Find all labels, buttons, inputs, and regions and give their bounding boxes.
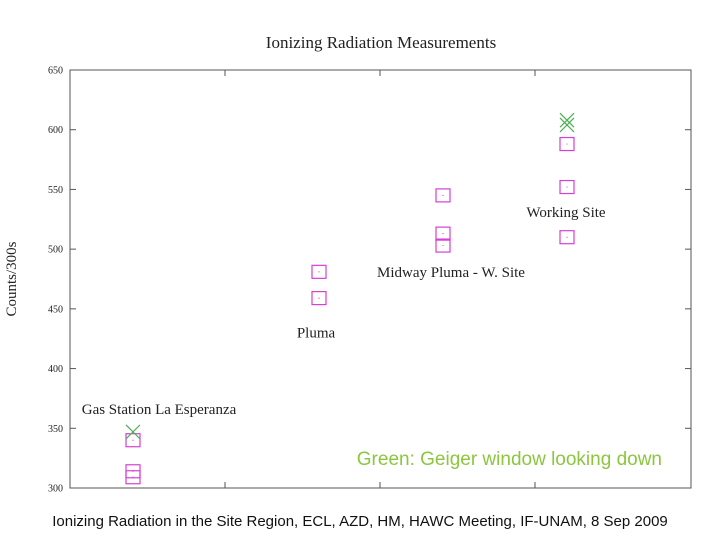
data-markers xyxy=(125,112,575,485)
x-marker xyxy=(559,112,575,128)
square-marker xyxy=(125,470,141,485)
square-marker xyxy=(311,291,327,306)
y-tick-label: 500 xyxy=(48,245,63,256)
x-marker xyxy=(559,117,575,133)
point-annotation: Pluma xyxy=(297,326,336,342)
square-marker xyxy=(559,230,575,245)
slide-caption: Ionizing Radiation in the Site Region, E… xyxy=(52,513,668,530)
y-tick-label: 550 xyxy=(48,185,63,196)
x-marker xyxy=(125,424,141,440)
square-marker xyxy=(559,179,575,195)
square-marker xyxy=(435,226,451,241)
square-marker xyxy=(125,433,141,448)
square-marker xyxy=(435,238,451,253)
x-axis-ticks xyxy=(224,70,536,488)
y-tick-label: 650 xyxy=(48,66,63,77)
geiger-legend-note: Green: Geiger window looking down xyxy=(357,449,662,470)
y-axis-label: Counts/300s xyxy=(4,241,20,316)
y-tick-label: 300 xyxy=(48,484,63,495)
point-annotation: Midway Pluma - W. Site xyxy=(377,265,525,281)
point-annotations: Gas Station La Esperanza Pluma Midway Plum… xyxy=(82,205,606,418)
y-tick-label: 450 xyxy=(48,304,63,315)
y-tick-label: 400 xyxy=(48,364,63,375)
square-marker xyxy=(559,136,575,152)
chart-title: Ionizing Radiation Measurements xyxy=(266,33,496,52)
square-marker xyxy=(311,264,327,279)
point-annotation: Working Site xyxy=(526,205,606,221)
y-tick-label: 600 xyxy=(48,125,63,136)
square-marker xyxy=(435,188,451,203)
point-annotation: Gas Station La Esperanza xyxy=(82,402,237,418)
y-axis-ticks: 300 350 400 450 500 550 600 650 xyxy=(48,66,691,495)
y-tick-label: 350 xyxy=(48,424,63,435)
